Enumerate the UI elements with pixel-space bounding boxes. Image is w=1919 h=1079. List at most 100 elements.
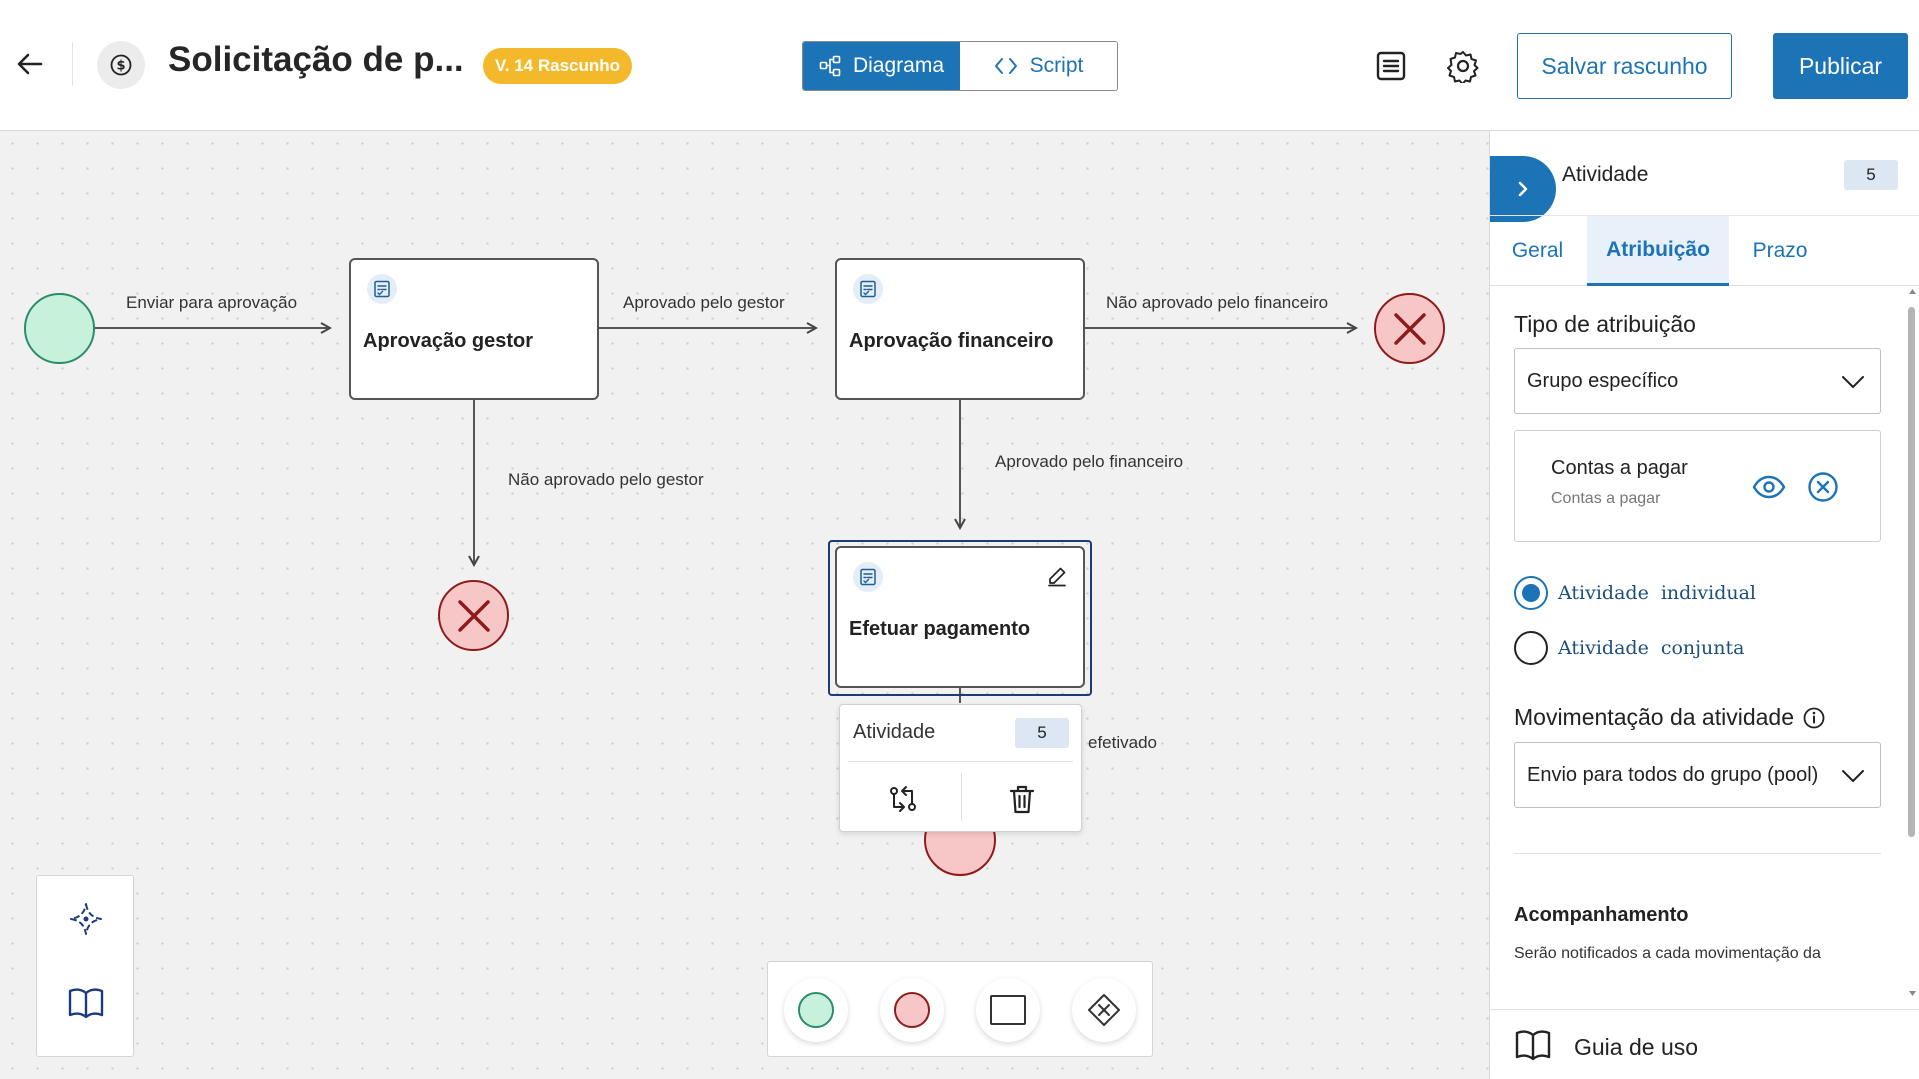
gear-icon (1447, 51, 1479, 83)
side-tools (36, 875, 134, 1057)
panel-title: Atividade (1562, 163, 1649, 186)
end-event-rejected-finance[interactable] (1374, 293, 1445, 364)
edge-label-approved-manager: Aprovado pelo gestor (623, 293, 785, 312)
task-label: Aprovação gestor (363, 330, 534, 352)
assignment-type-select[interactable]: Grupo específico (1514, 348, 1881, 414)
popover-count-badge: 5 (1015, 718, 1069, 748)
task-list-icon (853, 274, 883, 304)
back-button[interactable] (12, 46, 48, 82)
group-subtitle: Contas a pagar (1551, 490, 1661, 507)
remove-group-button[interactable] (1805, 469, 1841, 505)
panel-count-badge: 5 (1844, 160, 1898, 190)
tab-general[interactable]: Geral (1511, 239, 1564, 262)
gateway-icon (1088, 994, 1120, 1026)
header-divider (72, 42, 73, 86)
assignment-type-value: Grupo específico (1527, 369, 1679, 392)
movement-label: Movimentação da atividade (1514, 704, 1794, 730)
tab-assignment[interactable]: Atribuição (1587, 216, 1729, 286)
panel-scrollbar[interactable] (1908, 307, 1915, 837)
task-make-payment[interactable]: Efetuar pagamento (835, 546, 1085, 688)
tab-script-label: Script (1029, 54, 1084, 77)
sparkle-icon (70, 903, 102, 935)
process-title: Solicitação de p... (168, 40, 464, 79)
radio-label: Atividade individual (1558, 582, 1757, 604)
usage-guide-button[interactable]: Guia de uso (1490, 1009, 1919, 1079)
version-badge: V. 14 Rascunho (483, 48, 633, 84)
popover-title: Atividade (853, 721, 936, 743)
edge-label-not-approved-finance: Não aprovado pelo financeiro (1106, 293, 1329, 312)
tab-deadline[interactable]: Prazo (1752, 239, 1808, 262)
ai-assistant-button[interactable] (66, 899, 106, 939)
task-list-icon (853, 562, 883, 592)
scroll-down-icon[interactable] (1908, 990, 1917, 998)
document-button[interactable] (1371, 46, 1411, 86)
swap-button[interactable] (883, 779, 923, 819)
task-popover: Atividade 5 (839, 704, 1082, 832)
start-event-tool[interactable] (784, 978, 848, 1042)
svg-text:$: $ (116, 59, 125, 74)
task-list-icon (367, 274, 397, 304)
close-circle-icon (1808, 472, 1838, 502)
delete-button[interactable] (1002, 779, 1042, 819)
eye-icon (1752, 475, 1786, 499)
close-x-icon (457, 599, 490, 632)
gateway-tool[interactable] (1072, 978, 1136, 1042)
view-toggle: Diagrama Script (802, 41, 1118, 91)
arrow-left-icon (17, 53, 43, 75)
popover-divider (961, 773, 962, 821)
view-group-button[interactable] (1751, 469, 1787, 505)
tracking-title: Acompanhamento (1514, 904, 1689, 926)
collapse-panel-button[interactable] (1490, 156, 1556, 222)
diagram-edges (94, 131, 1489, 703)
radio-button (1514, 576, 1548, 610)
edge-label-send-approval: Enviar para aprovação (126, 293, 298, 312)
end-event-rejected-manager[interactable] (438, 580, 509, 651)
edge-label-payment-done: efetivado (1088, 733, 1157, 752)
start-event[interactable] (24, 293, 95, 364)
task-manager-approval[interactable]: Aprovação gestor (349, 258, 599, 400)
panel-tabs: Geral Atribuição Prazo (1490, 216, 1919, 286)
chevron-down-icon (1842, 770, 1864, 782)
radio-joint-activity[interactable]: Atividade conjunta (1514, 630, 1745, 666)
scroll-up-icon[interactable] (1908, 287, 1917, 295)
diagram-canvas[interactable]: Enviar para aprovação Aprovado pelo gest… (0, 131, 1489, 1079)
book-open-icon (1515, 1030, 1551, 1061)
save-draft-button[interactable]: Salvar rascunho (1517, 33, 1732, 99)
properties-panel: Atividade 5 Geral Atribuição Prazo Tipo … (1489, 131, 1919, 1079)
task-tool[interactable] (976, 978, 1040, 1042)
usage-guide-label: Guia de uso (1574, 1034, 1699, 1060)
pencil-icon[interactable] (1045, 564, 1069, 588)
panel-divider (1514, 853, 1881, 854)
movement-label-row: Movimentação da atividade (1514, 704, 1826, 731)
radio-label: Atividade conjunta (1558, 637, 1745, 659)
task-finance-approval[interactable]: Aprovação financeiro (835, 258, 1085, 400)
dollar-circle-icon: $ (110, 54, 132, 76)
task-shape (990, 995, 1026, 1025)
popover-divider (848, 761, 1073, 762)
movement-select[interactable]: Envio para todos do grupo (pool) (1514, 742, 1881, 808)
trash-icon (1009, 785, 1035, 814)
guide-button[interactable] (66, 983, 106, 1023)
start-event-shape (798, 992, 834, 1028)
code-brackets-icon (994, 58, 1017, 74)
tracking-description: Serão notificados a cada movimentação da (1514, 945, 1821, 962)
close-x-icon (1393, 312, 1426, 345)
book-open-icon (68, 988, 104, 1019)
top-toolbar: $ Solicitação de p... V. 14 Rascunho Dia… (0, 0, 1919, 131)
publish-button[interactable]: Publicar (1773, 33, 1908, 99)
chevron-down-icon (1842, 376, 1864, 388)
process-icon-badge: $ (97, 41, 145, 89)
selection-frame (828, 540, 1092, 696)
shape-palette (767, 961, 1153, 1057)
info-circle-icon[interactable] (1802, 706, 1826, 730)
settings-button[interactable] (1443, 46, 1483, 86)
panel-divider (1490, 215, 1919, 216)
tab-diagram[interactable]: Diagrama (803, 42, 960, 90)
document-lines-icon (1376, 51, 1406, 81)
tab-script[interactable]: Script (960, 42, 1117, 90)
edge-label-not-approved-manager: Não aprovado pelo gestor (508, 470, 704, 489)
end-event-tool[interactable] (880, 978, 944, 1042)
task-label: Efetuar pagamento (849, 618, 1031, 640)
radio-individual-activity[interactable]: Atividade individual (1514, 575, 1756, 611)
task-label: Aprovação financeiro (849, 330, 1054, 352)
